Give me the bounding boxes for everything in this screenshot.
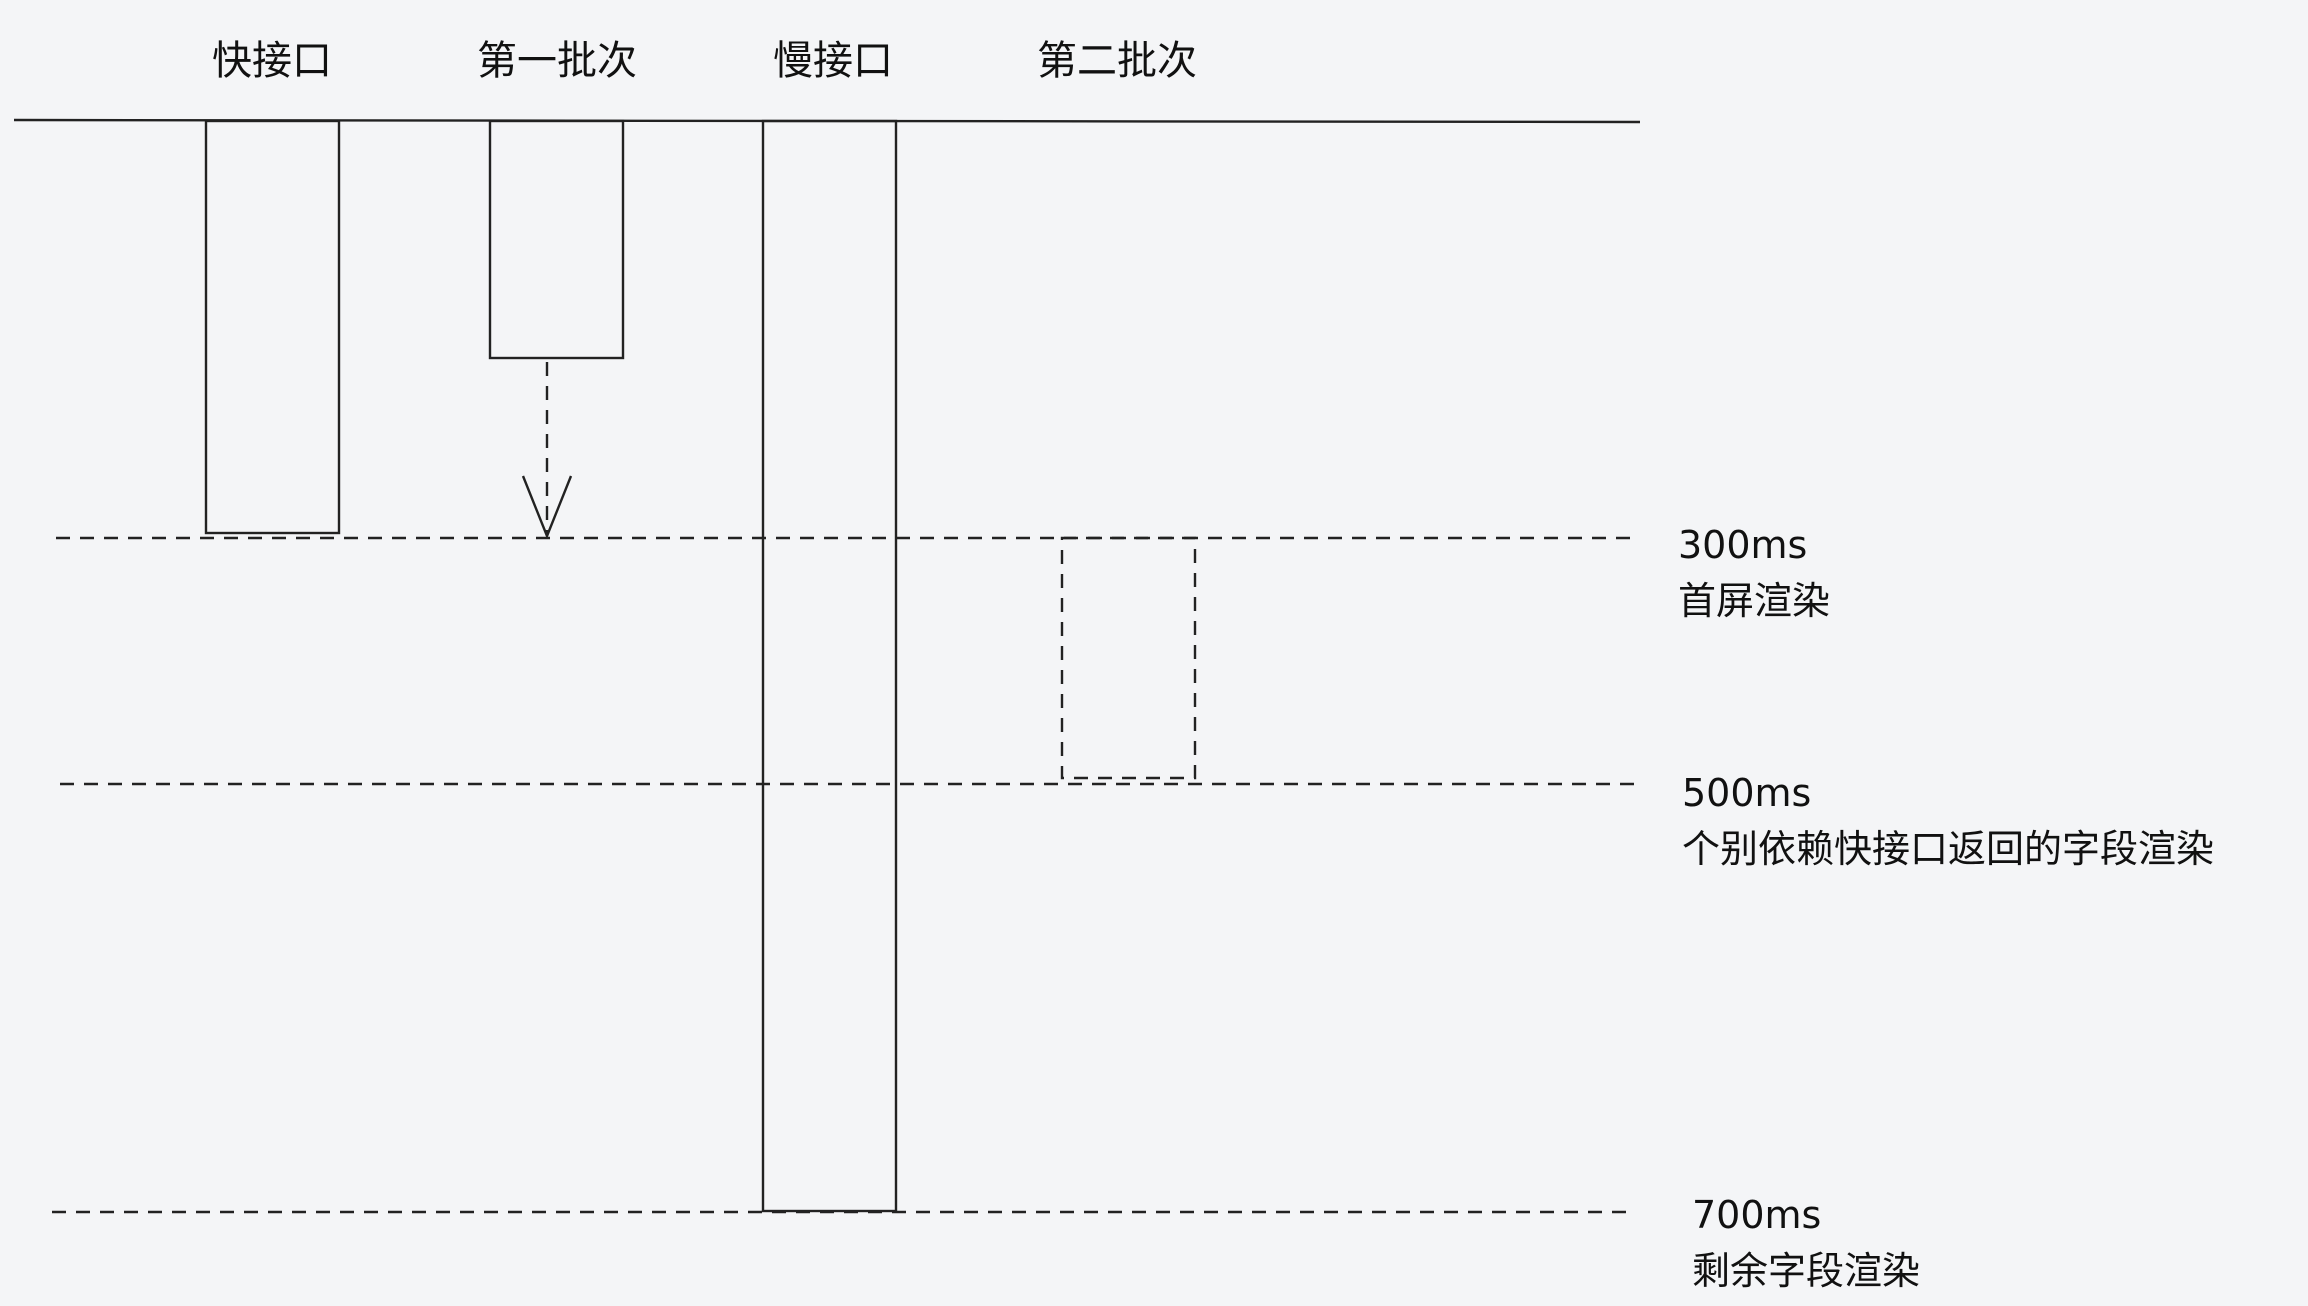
milestone-time-300ms: 300ms — [1678, 523, 1807, 567]
fast-api-bar — [204, 119, 341, 535]
column-label-batch-two: 第二批次 — [1037, 38, 1197, 84]
slow-api-bar — [761, 119, 898, 1213]
column-label-fast-api: 快接口 — [212, 38, 332, 84]
milestone-time-500ms: 500ms — [1682, 771, 1811, 815]
milestone-desc-500ms: 个别依赖快接口返回的字段渲染 — [1682, 827, 2214, 871]
batch-two-bar — [1060, 536, 1197, 780]
column-label-slow-api: 慢接口 — [773, 38, 893, 84]
milestone-time-700ms: 700ms — [1692, 1193, 1821, 1237]
milestone-desc-700ms: 剩余字段渲染 — [1692, 1249, 1920, 1293]
batch-one-bar — [488, 119, 625, 360]
column-label-batch-one: 第一批次 — [477, 38, 637, 84]
arrow-head-icon — [521, 475, 573, 540]
milestone-desc-300ms: 首屏渲染 — [1678, 579, 1830, 623]
